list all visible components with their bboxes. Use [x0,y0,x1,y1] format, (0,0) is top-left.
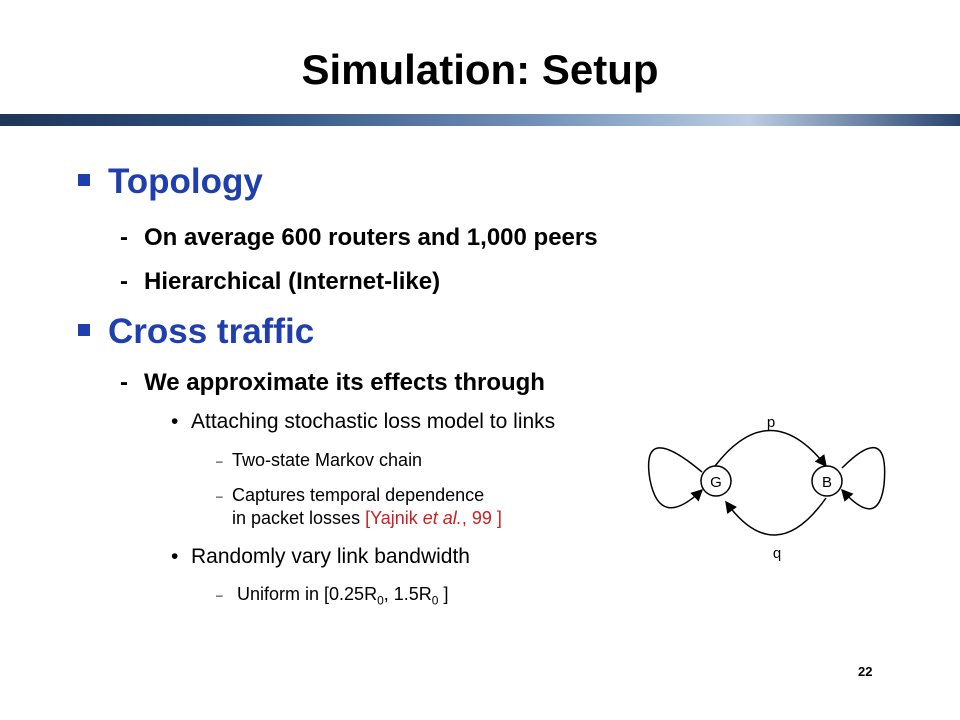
item-text: Captures temporal dependence [232,485,485,505]
state-g-node [700,465,732,497]
dash-bullet-icon: – [216,454,223,469]
topology-heading: Topology [78,162,263,202]
range-text-mid: , 1.5R [383,584,432,604]
cross-traffic-subheading: -We approximate its effects through [120,369,545,397]
item-uniform-range: – Uniform in [0.25R0, 1.5R0 ] [216,583,449,612]
item-markov-chain: –Two-state Markov chain [216,449,422,472]
title-divider-bar [0,114,960,126]
topology-item-hierarchical: -Hierarchical (Internet-like) [120,268,440,296]
citation-year: , 99 ] [461,508,502,529]
range-subscript: 0 [377,593,384,608]
citation: [Yajnik et al., 99 ] [365,508,502,528]
range-text-end: ] [438,584,449,604]
topology-heading-text: Topology [108,162,263,201]
dash-bullet-icon: - [120,224,128,251]
square-bullet-icon [78,323,90,336]
page-number: 22 [858,664,873,679]
cross-traffic-heading: Cross traffic [78,312,314,352]
dash-bullet-icon: – [216,588,223,603]
dash-bullet-icon: - [120,369,128,396]
cross-traffic-heading-text: Cross traffic [108,312,315,351]
square-bullet-icon [78,173,90,186]
range-text-start: Uniform in [0.25R [237,584,378,604]
bullet-bandwidth: • Randomly vary link bandwidth [171,545,470,569]
state-g-label: G [710,474,722,491]
state-b-label: B [822,474,832,491]
bullet-text: Randomly vary link bandwidth [191,545,470,568]
state-b-node [811,465,843,497]
topology-item-text: On average 600 routers and 1,000 peers [144,224,598,251]
bullet-text: Attaching stochastic loss model to links [191,410,556,433]
citation-author: [Yajnik [365,508,423,529]
arrow-g-to-b [714,429,827,468]
transition-q-label: q [773,545,781,562]
bullet-loss-model: • Attaching stochastic loss model to link… [171,410,555,434]
cross-traffic-subheading-text: We approximate its effects through [144,369,545,396]
item-text-line2: in packet losses [232,508,366,529]
round-bullet-icon: • [171,545,179,568]
dash-bullet-icon: - [120,268,128,295]
item-temporal-dependence: –Captures temporal dependence in packet … [216,484,502,529]
self-loop-b [840,446,886,510]
range-subscript: 0 [431,593,439,608]
citation-etal: et al. [422,508,462,529]
dash-bullet-icon: – [216,489,223,504]
round-bullet-icon: • [171,410,179,433]
transition-p-label: p [767,414,775,431]
slide-title: Simulation: Setup [301,46,659,93]
self-loop-g [647,447,704,509]
topology-item-text: Hierarchical (Internet-like) [144,268,441,295]
topology-item-routers: -On average 600 routers and 1,000 peers [120,224,598,252]
markov-chain-diagram: G B p q [647,414,886,562]
arrow-b-to-g [725,497,827,536]
item-text: Two-state Markov chain [232,450,423,470]
